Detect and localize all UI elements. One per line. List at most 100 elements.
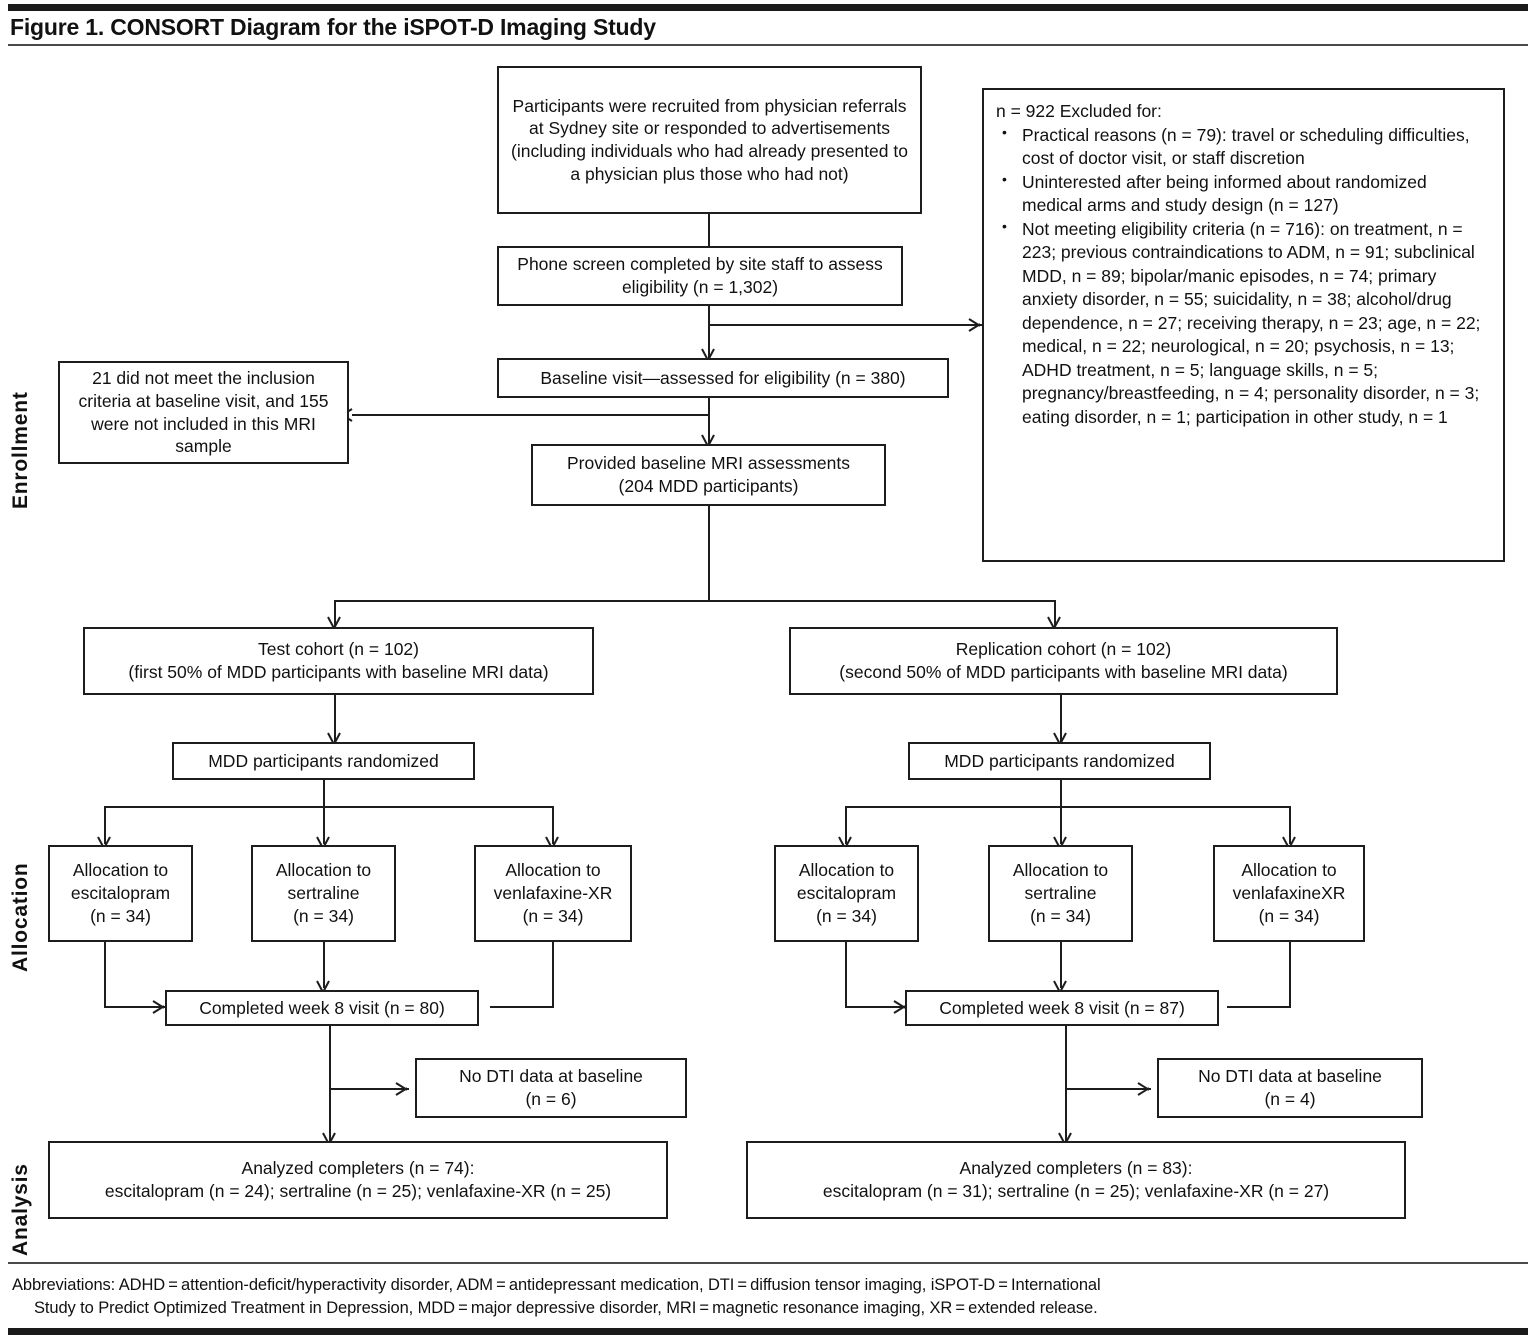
node-allocation-left-sertraline: Allocation to sertraline (n = 34) bbox=[251, 845, 396, 942]
node-no-dti-left: No DTI data at baseline (n = 6) bbox=[415, 1058, 687, 1118]
footnote-top-rule bbox=[8, 1262, 1528, 1264]
connector-allocR1-week8-v bbox=[845, 942, 847, 1008]
node-week8-right: Completed week 8 visit (n = 87) bbox=[905, 990, 1219, 1026]
node-provided-mri-line1: Provided baseline MRI assessments bbox=[566, 453, 851, 474]
node-randomized-left: MDD participants randomized bbox=[172, 742, 475, 780]
node-randomized-right-text: MDD participants randomized bbox=[944, 750, 1175, 771]
node-not-included-text: 21 did not meet the inclusion criteria a… bbox=[78, 368, 329, 457]
node-provided-mri: Provided baseline MRI assessments (204 M… bbox=[531, 444, 886, 506]
node-analysis-left-line2: escitalopram (n = 24); sertraline (n = 2… bbox=[104, 1181, 612, 1201]
alloc-r1-line1: Allocation to bbox=[1012, 860, 1109, 881]
node-no-dti-right: No DTI data at baseline (n = 4) bbox=[1157, 1058, 1423, 1118]
alloc-l1-line3: (n = 34) bbox=[293, 905, 354, 926]
connector-rand-r-stem bbox=[1060, 780, 1062, 844]
footnote-line1: Abbreviations: ADHD = attention-deficit/… bbox=[12, 1276, 1101, 1294]
node-replication-cohort-line2: (second 50% of MDD participants with bas… bbox=[839, 662, 1288, 682]
connector-week8l-analysis bbox=[329, 1026, 331, 1142]
alloc-l2-line3: (n = 34) bbox=[522, 905, 584, 926]
alloc-r2-line2: venlafaxineXR bbox=[1232, 883, 1346, 904]
alloc-r0-line2: escitalopram bbox=[796, 883, 897, 904]
alloc-l2-line2: venlafaxine-XR bbox=[493, 883, 613, 904]
node-no-dti-right-line1: No DTI data at baseline bbox=[1198, 1066, 1382, 1087]
connector-allocL2-week8 bbox=[323, 942, 325, 988]
node-test-cohort-line1: Test cohort (n = 102) bbox=[258, 639, 419, 660]
node-allocation-left-escitalopram: Allocation to escitalopram (n = 34) bbox=[48, 845, 193, 942]
node-no-dti-left-line2: (n = 6) bbox=[525, 1089, 577, 1109]
node-week8-left-text: Completed week 8 visit (n = 80) bbox=[199, 997, 445, 1018]
connector-testcohort-randomized bbox=[334, 695, 336, 742]
connector-to-replication-cohort bbox=[1054, 600, 1056, 626]
node-test-cohort: Test cohort (n = 102) (first 50% of MDD … bbox=[83, 627, 594, 695]
footnote-line2: Study to Predict Optimized Treatment in … bbox=[34, 1298, 1098, 1317]
node-baseline-visit: Baseline visit—assessed for eligibility … bbox=[497, 358, 949, 398]
node-analysis-left: Analyzed completers (n = 74): escitalopr… bbox=[48, 1141, 668, 1219]
node-recruitment-text: Participants were recruited from physici… bbox=[511, 95, 908, 184]
connector-allocR3-week8-h bbox=[1227, 1006, 1291, 1008]
connector-week8r-dti bbox=[1065, 1088, 1151, 1090]
connector-allocR1-week8-h bbox=[845, 1006, 907, 1008]
node-week8-right-text: Completed week 8 visit (n = 87) bbox=[939, 997, 1185, 1018]
node-phone-screen-text: Phone screen completed by site staff to … bbox=[517, 254, 883, 297]
connector-phone-to-excluded bbox=[708, 324, 982, 326]
connector-allocL3-week8-h bbox=[490, 1006, 554, 1008]
connector-rand-r-branch3 bbox=[1289, 806, 1291, 844]
node-allocation-right-escitalopram: Allocation to escitalopram (n = 34) bbox=[774, 845, 919, 942]
section-label-enrollment: Enrollment bbox=[9, 391, 32, 509]
connector-cohort-split-bar bbox=[334, 600, 1056, 602]
alloc-l0-line2: escitalopram bbox=[70, 883, 171, 904]
title-underrule bbox=[8, 44, 1528, 46]
node-allocation-left-venlafaxine: Allocation to venlafaxine-XR (n = 34) bbox=[474, 845, 632, 942]
connector-rand-l-branch1 bbox=[104, 806, 106, 844]
excluded-heading: n = 922 Excluded for: bbox=[996, 101, 1162, 121]
connector-allocL1-week8-h bbox=[104, 1006, 166, 1008]
connector-rand-l-branch3 bbox=[552, 806, 554, 844]
node-replication-cohort: Replication cohort (n = 102) (second 50%… bbox=[789, 627, 1338, 695]
connector-rand-l-bar bbox=[104, 806, 554, 808]
alloc-l1-line1: Allocation to bbox=[275, 860, 372, 881]
excluded-item: Practical reasons (n = 79): travel or sc… bbox=[996, 123, 1491, 171]
alloc-l0-line1: Allocation to bbox=[72, 860, 169, 881]
section-label-analysis: Analysis bbox=[9, 1163, 32, 1256]
node-baseline-visit-text: Baseline visit—assessed for eligibility … bbox=[540, 367, 906, 388]
node-no-dti-right-line2: (n = 4) bbox=[1264, 1089, 1316, 1109]
node-randomized-right: MDD participants randomized bbox=[908, 742, 1211, 780]
node-allocation-right-venlafaxine: Allocation to venlafaxineXR (n = 34) bbox=[1213, 845, 1365, 942]
connector-baseline-mri bbox=[708, 398, 710, 444]
node-analysis-right-line2: escitalopram (n = 31); sertraline (n = 2… bbox=[822, 1181, 1330, 1201]
node-randomized-left-text: MDD participants randomized bbox=[208, 750, 439, 771]
node-week8-left: Completed week 8 visit (n = 80) bbox=[165, 990, 479, 1026]
node-no-dti-left-line1: No DTI data at baseline bbox=[459, 1066, 643, 1087]
connector-week8r-analysis bbox=[1065, 1026, 1067, 1142]
top-rule-thick bbox=[8, 4, 1528, 11]
alloc-l2-line1: Allocation to bbox=[505, 860, 601, 881]
node-analysis-right-line1: Analyzed completers (n = 83): bbox=[959, 1158, 1193, 1179]
abbreviations-footnote: Abbreviations: ADHD = attention-deficit/… bbox=[12, 1274, 1524, 1320]
node-test-cohort-line2: (first 50% of MDD participants with base… bbox=[128, 662, 549, 682]
bottom-rule-thick bbox=[8, 1328, 1528, 1335]
alloc-l0-line3: (n = 34) bbox=[90, 905, 151, 926]
alloc-r2-line3: (n = 34) bbox=[1258, 905, 1320, 926]
connector-phone-baseline bbox=[708, 306, 710, 358]
alloc-l1-line2: sertraline bbox=[287, 883, 360, 904]
connector-recruit-phone bbox=[708, 214, 710, 246]
node-excluded: n = 922 Excluded for: Practical reasons … bbox=[982, 88, 1505, 562]
alloc-r2-line1: Allocation to bbox=[1241, 860, 1337, 881]
connector-rand-r-bar bbox=[845, 806, 1291, 808]
section-label-allocation: Allocation bbox=[9, 862, 32, 972]
alloc-r0-line3: (n = 34) bbox=[816, 905, 877, 926]
connector-week8l-dti bbox=[329, 1088, 409, 1090]
connector-rand-r-branch1 bbox=[845, 806, 847, 844]
alloc-r0-line1: Allocation to bbox=[798, 860, 895, 881]
connector-allocR2-week8 bbox=[1060, 942, 1062, 988]
page-title: Figure 1. CONSORT Diagram for the iSPOT-… bbox=[10, 14, 656, 40]
connector-allocR3-week8-v bbox=[1289, 942, 1291, 1008]
excluded-item: Not meeting eligibility criteria (n = 71… bbox=[996, 217, 1491, 430]
connector-mri-split-stem bbox=[708, 506, 710, 602]
alloc-r1-line2: sertraline bbox=[1024, 883, 1097, 904]
alloc-r1-line3: (n = 34) bbox=[1030, 905, 1091, 926]
node-analysis-left-line1: Analyzed completers (n = 74): bbox=[241, 1158, 475, 1179]
node-analysis-right: Analyzed completers (n = 83): escitalopr… bbox=[746, 1141, 1406, 1219]
connector-allocL1-week8-v bbox=[104, 942, 106, 1008]
excluded-list: Practical reasons (n = 79): travel or sc… bbox=[996, 123, 1491, 430]
